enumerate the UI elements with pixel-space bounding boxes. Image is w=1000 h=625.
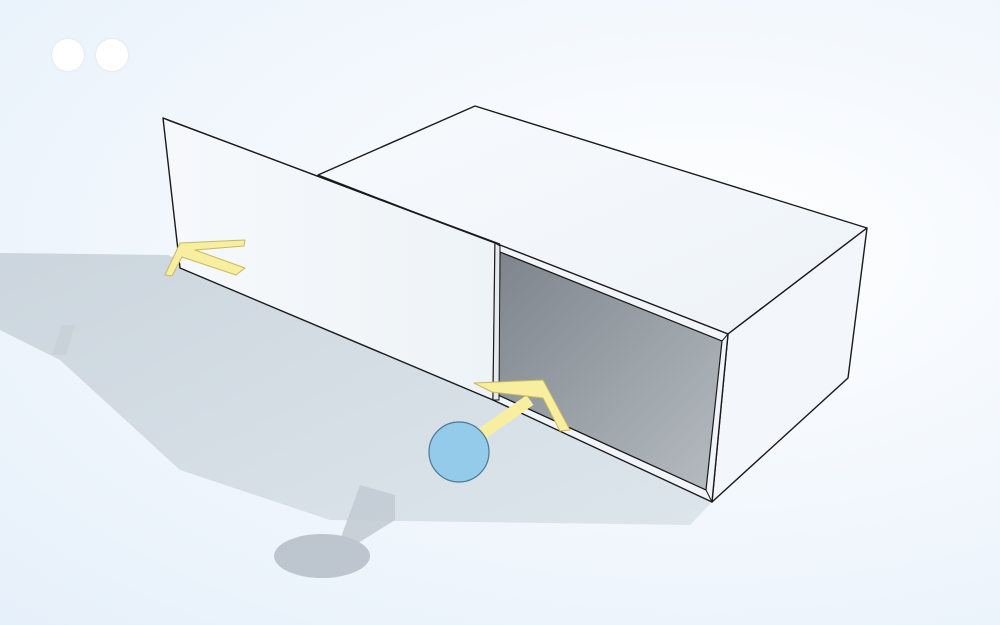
player-ball[interactable] [428, 421, 490, 483]
slide-left-arrow[interactable] [164, 239, 246, 277]
box-shadow [0, 253, 712, 525]
panel-leg-shadow [52, 325, 75, 355]
lives-indicator [52, 39, 128, 71]
player-ball-group[interactable] [428, 379, 571, 483]
arrow-right-icon [473, 379, 571, 432]
ball-stick [476, 395, 534, 440]
ball-shadow [274, 534, 370, 578]
circle-dot-icon [52, 39, 84, 71]
sliding-panel-end [492, 242, 501, 401]
arrow-left-icon [164, 239, 246, 277]
sliding-panel-edge [162, 117, 501, 245]
ball-stick-shadow [340, 485, 395, 545]
circle-dot-icon [96, 39, 128, 71]
